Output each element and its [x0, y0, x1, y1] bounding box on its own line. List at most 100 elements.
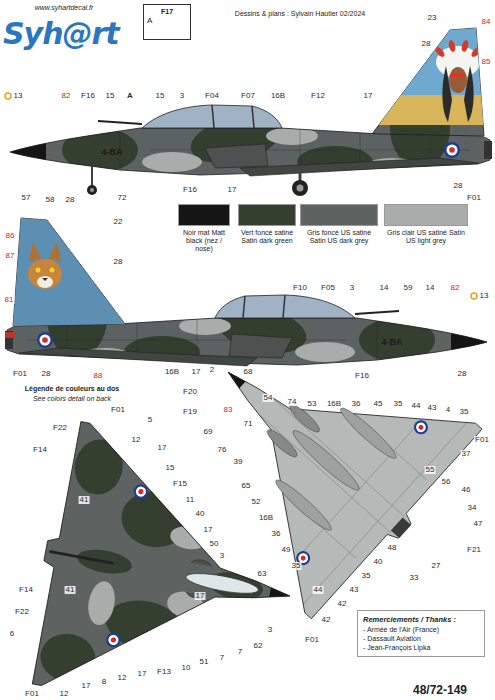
- callout-number: 83: [223, 406, 234, 414]
- illustration-part: [264, 426, 300, 460]
- callout-number: 6: [9, 630, 15, 638]
- callout-number: F22: [52, 424, 68, 432]
- callout-number: 10: [181, 664, 192, 672]
- box-text: A: [147, 16, 187, 26]
- illustration-part: [143, 4, 191, 40]
- legend-text: Gris clair US satiné Satin US light grey: [384, 229, 468, 245]
- callout-number: 74: [287, 398, 298, 406]
- callout-number: 17: [81, 682, 92, 690]
- callout-number: F10: [292, 284, 308, 292]
- callout-number: F15: [172, 480, 188, 488]
- callout-number: 56: [441, 478, 452, 486]
- callout-number: 16B: [270, 92, 286, 100]
- callout-number: 53: [307, 400, 318, 408]
- callout-number: 50: [209, 540, 220, 548]
- illustration-part: [411, 417, 431, 437]
- callout-number: 34: [467, 504, 478, 512]
- callout-number: 54: [263, 394, 274, 402]
- callout-number: 35: [291, 562, 302, 570]
- illustration-part: [85, 579, 118, 627]
- callout-number: F01: [466, 194, 482, 202]
- illustration-part: [91, 166, 93, 186]
- callout-number: 41: [65, 586, 76, 594]
- callout-number: 11: [185, 496, 195, 504]
- callout-number: 7: [219, 654, 225, 662]
- illustration-part: [28, 259, 62, 289]
- box-text: - Dassault Aviation: [363, 634, 479, 643]
- legend-text: Vert foncé satiné Satin dark green: [238, 229, 296, 245]
- callout-number: F12: [310, 92, 326, 100]
- callout-number: 55: [425, 466, 436, 474]
- illustration-part: [127, 261, 495, 647]
- aircraft-code: 4-BA: [100, 148, 123, 157]
- callout-number: 49: [281, 546, 292, 554]
- callout-number: 5: [147, 416, 153, 424]
- callout-number: 48: [387, 544, 398, 552]
- callout-number: 69: [203, 428, 214, 436]
- illustration-part: [461, 39, 470, 52]
- callout-number: 16B: [258, 514, 274, 522]
- callout-number: 42: [321, 616, 332, 624]
- callout-number: 63: [257, 570, 268, 578]
- callout-number: 13: [479, 292, 490, 300]
- callout-number: 17: [195, 592, 206, 600]
- illustration-part: [70, 435, 127, 498]
- illustration-part: [267, 574, 303, 616]
- illustration-part: [36, 268, 41, 273]
- callout-number: F20: [182, 388, 198, 396]
- callout-number: 23: [427, 14, 438, 22]
- color-swatch: [178, 204, 230, 226]
- brand-logo: Syh@rt: [2, 19, 120, 49]
- illustration-part: [7, 210, 137, 330]
- callout-number: 16B: [164, 368, 180, 376]
- callout-number: 35: [393, 400, 404, 408]
- callout-number: 3: [219, 552, 225, 560]
- callout-number: 15: [165, 464, 176, 472]
- box-text: - Armée de l'Air (France): [363, 625, 479, 634]
- callout-number: 51: [199, 658, 210, 666]
- callout-number: F07: [240, 92, 256, 100]
- callout-number: 12: [117, 674, 128, 682]
- illustration-part: [42, 278, 48, 281]
- illustration-part: [87, 185, 97, 195]
- callout-number: 3: [179, 92, 185, 100]
- callout-number: A: [126, 92, 134, 100]
- callout-number: 68: [243, 368, 254, 376]
- illustration-part: [105, 631, 122, 648]
- callout-number: 3: [267, 626, 273, 634]
- callout-number: 28: [113, 258, 124, 266]
- underside-view: [127, 261, 495, 647]
- callout-number: 3: [349, 284, 355, 292]
- illustration-part: [143, 277, 490, 626]
- callout-number: 39: [233, 458, 244, 466]
- callout-number: 46: [461, 486, 472, 494]
- callout-number: 72: [117, 194, 128, 202]
- inset-box: F17A: [143, 4, 191, 40]
- callout-number: 36: [351, 400, 362, 408]
- side-profile-right: [2, 210, 495, 370]
- illustration-part: [127, 261, 495, 647]
- illustration-part: [448, 39, 457, 52]
- callout-number: 37: [461, 450, 472, 458]
- callout-number: 81: [4, 296, 15, 304]
- callout-number: 28: [65, 196, 76, 204]
- callout-number: 57: [21, 194, 32, 202]
- side-profile-left: [0, 20, 495, 196]
- illustration-part: [471, 293, 477, 299]
- callout-number: F04: [204, 92, 220, 100]
- illustration-part: [185, 592, 206, 600]
- illustration-part: [434, 39, 482, 58]
- legend-item: Gris foncé US satiné Satin US dark grey: [300, 204, 378, 245]
- callout-number: 27: [431, 562, 442, 570]
- sheet-text: www.syhartdecal.fr: [34, 4, 95, 11]
- callout-number: F16: [80, 92, 96, 100]
- illustration-part: [5, 332, 15, 338]
- callout-number: F21: [466, 546, 482, 554]
- callout-number: 59: [403, 284, 414, 292]
- illustration-part: [29, 242, 41, 262]
- callout-number: 22: [113, 218, 124, 226]
- box-heading: F17: [147, 7, 187, 16]
- callout-number: F01: [24, 690, 40, 698]
